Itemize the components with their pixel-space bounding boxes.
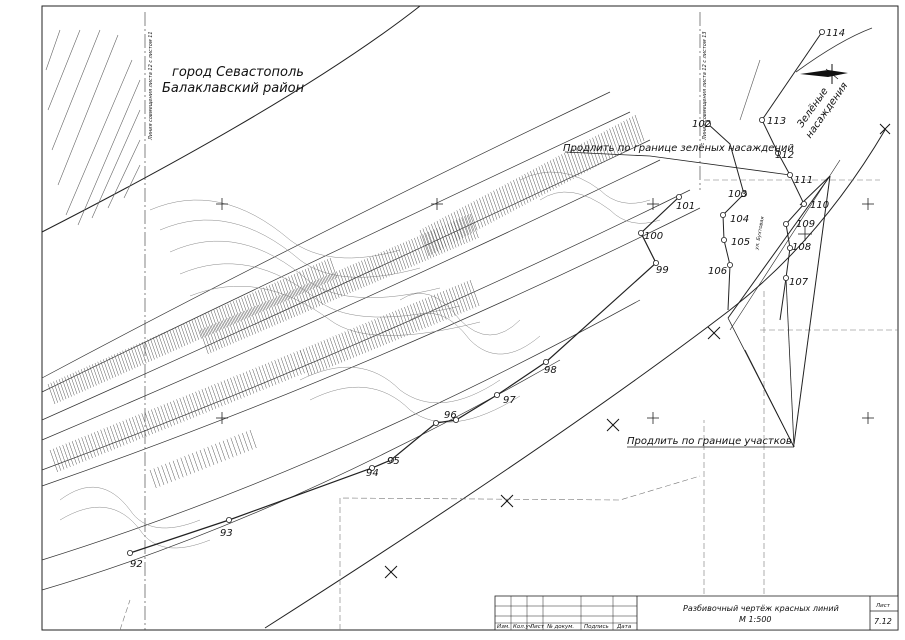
- district-label: Балаклавский район: [162, 81, 305, 96]
- trig-line-4: [729, 159, 841, 331]
- point-label-107: 107: [789, 277, 809, 288]
- point-label-95: 95: [387, 456, 400, 467]
- title-header-izm: Изм.: [497, 624, 510, 630]
- point-label-102: 102: [692, 119, 711, 130]
- point-label-92: 92: [130, 559, 143, 570]
- arc-with-crosses: [264, 129, 886, 629]
- trig-line-3: [799, 175, 831, 206]
- contour-lines: [59, 171, 661, 549]
- green-area-label: Зелёные насаждения: [795, 81, 850, 141]
- trig-line-1: [727, 175, 831, 319]
- street-edge-2: [739, 59, 761, 121]
- title-header-doc: № докум.: [546, 624, 574, 630]
- point-label-105: 105: [731, 237, 750, 248]
- leader-green-zone: [564, 151, 791, 176]
- point-label-106: 106: [708, 266, 727, 277]
- north-arrow-icon: [800, 64, 848, 84]
- title-header-kol: Кол.уч: [513, 624, 533, 630]
- point-label-103: 103: [728, 189, 747, 200]
- point-label-112: 112: [775, 150, 794, 161]
- point-markers: [127, 28, 826, 557]
- green-zone-boundary: [795, 27, 873, 73]
- city-label: город Севастополь: [172, 65, 304, 80]
- street-edge: [761, 31, 823, 121]
- note-green-zone: Продлить по границе зелёных насаждений: [563, 143, 794, 154]
- red-line-east-2: [761, 119, 805, 321]
- match-line-right-label: Линия совмещения листа 12 с листом 13: [702, 31, 708, 141]
- arc-crosses: [384, 123, 891, 579]
- point-label-114: 114: [826, 28, 845, 39]
- title-header-sign: Подпись: [584, 624, 609, 630]
- embankment-hatching: [47, 114, 645, 489]
- grid-crosses: [216, 198, 874, 424]
- boundary-arc: [41, 5, 421, 233]
- point-label-109: 109: [796, 219, 815, 230]
- sheet-label: Лист: [875, 603, 891, 609]
- title-header-list: Лист: [529, 624, 545, 630]
- slope-hatching: [45, 29, 141, 226]
- point-label-108: 108: [792, 242, 811, 253]
- point-label-111: 111: [794, 175, 813, 186]
- point-label-97: 97: [503, 395, 516, 406]
- sheet-frame: [41, 5, 899, 631]
- trig-line-2: [793, 175, 831, 445]
- point-label-113: 113: [767, 116, 786, 127]
- point-label-100: 100: [644, 231, 663, 242]
- point-label-98: 98: [544, 365, 557, 376]
- point-label-96: 96: [444, 410, 457, 421]
- point-label-110: 110: [810, 200, 829, 211]
- title-header-date: Дата: [616, 624, 632, 630]
- drawing-title: Разбивочный чертёж красных линий: [683, 604, 839, 613]
- point-label-93: 93: [220, 528, 233, 539]
- leader-parcels: [627, 277, 795, 448]
- point-label-99: 99: [656, 265, 669, 276]
- road-corridor: [41, 91, 701, 591]
- title-block: [494, 595, 899, 631]
- match-line-left-label: Линия совмещения листа 12 с листом 11: [148, 31, 154, 141]
- parcel-boundaries: [119, 179, 898, 631]
- drawing-scale: М 1:500: [739, 615, 772, 624]
- note-parcels: Продлить по границе участков: [627, 436, 792, 447]
- point-label-101: 101: [676, 201, 695, 212]
- sheet-number: 7.12: [874, 617, 892, 626]
- point-label-104: 104: [730, 214, 749, 225]
- point-label-94: 94: [366, 468, 379, 479]
- street-label: ул. Бухтовая: [754, 216, 766, 251]
